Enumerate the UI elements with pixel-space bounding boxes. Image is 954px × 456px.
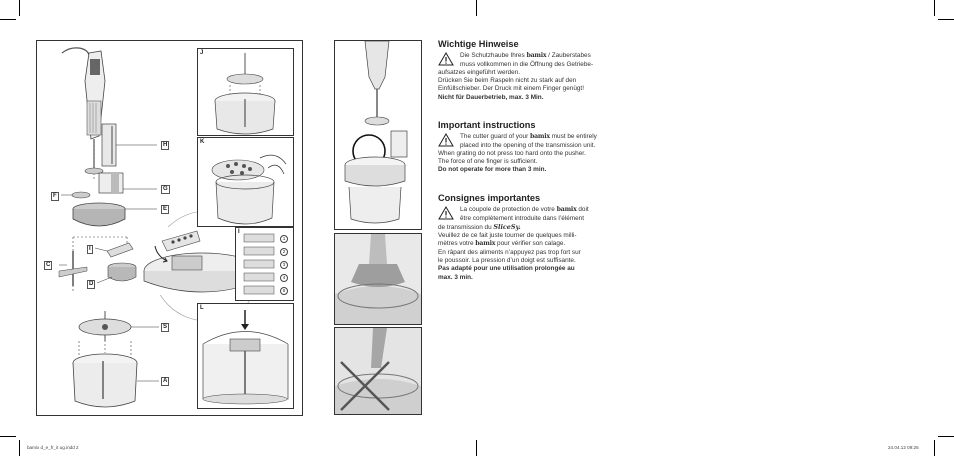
crop-mark <box>0 19 16 20</box>
brand-logo: bamix <box>526 52 547 60</box>
section-en: Important instructions The cutter guard … <box>438 120 618 175</box>
section-de: Wichtige Hinweise Die Schutzhaube Ihres … <box>438 39 618 102</box>
crop-mark <box>19 0 20 16</box>
text-line: Drücken Sie beim Raspeln nicht zu stark … <box>438 77 577 85</box>
print-slug-timestamp: 24.04.12 09:26 <box>888 445 919 450</box>
part-label-g: G <box>161 185 170 194</box>
correct-detail-photo <box>334 233 422 325</box>
text-line-bold: Do not operate for more than 3 min. <box>438 166 547 174</box>
warning-triangle-icon <box>438 206 454 220</box>
warning-triangle-icon <box>438 52 454 66</box>
crop-mark <box>476 0 477 16</box>
assembly-drawing <box>58 47 263 408</box>
text-line: Einfüllschieber. Der Druck mit einem Fin… <box>438 85 584 93</box>
text-line: When grating do not press too hard onto … <box>438 149 586 157</box>
text-line: / Zauberstabes <box>546 52 591 60</box>
warning-paragraph-de: Die Schutzhaube Ihres bamix / Zauberstab… <box>438 52 618 69</box>
text-line-bold: max. 3 min. <box>438 273 473 281</box>
text-line: En râpant des aliments n’appuyez pas tro… <box>438 248 581 256</box>
text-line: pour vérifier son calage. <box>495 240 566 248</box>
crop-mark <box>476 440 477 456</box>
grater-number: 2 <box>280 248 288 256</box>
part-label-e: E <box>161 205 170 214</box>
crop-mark <box>19 440 20 456</box>
crop-mark <box>0 436 16 437</box>
section-fr: Consignes importantes La coupole de prot… <box>438 193 618 282</box>
text-line: de transmission du SliceSy. <box>438 223 618 232</box>
warning-triangle-icon <box>438 133 454 147</box>
text-line: mètres votre <box>438 240 476 248</box>
text-line: The cutter guard of your <box>460 133 530 141</box>
crop-mark <box>938 19 954 20</box>
part-label-a: A <box>161 377 170 386</box>
text-line: de transmission du <box>438 223 494 231</box>
section-title-fr: Consignes importantes <box>438 193 541 203</box>
grater-number: 4 <box>280 274 288 282</box>
text-line: le poussoir. La pression d’un doigt est … <box>438 257 576 265</box>
brand-logo: bamix <box>475 240 496 248</box>
brand-logo: bamix <box>556 206 577 214</box>
crop-mark <box>934 0 935 16</box>
panel-label-i: I <box>238 229 240 235</box>
panel-l: L <box>197 303 294 409</box>
part-label-i: I <box>87 245 93 254</box>
panel-label-l: L <box>200 305 204 311</box>
part-label-c: C <box>44 261 53 270</box>
slicesy-logo: SliceSy. <box>493 222 521 231</box>
part-label-f: F <box>51 192 59 201</box>
text-line: Veuillez de ce fait juste tourner de que… <box>438 232 577 240</box>
crop-mark <box>934 440 935 456</box>
text-line: La coupole de protection de votre <box>460 206 557 214</box>
panel-j: J <box>197 48 294 136</box>
text-line: placed into the opening of the transmiss… <box>460 141 596 149</box>
part-label-s: S <box>161 323 170 332</box>
warning-paragraph-fr: La coupole de protection de votre bamix … <box>438 206 618 223</box>
part-label-d: D <box>87 280 96 289</box>
grater-number: 1 <box>280 235 288 243</box>
brand-logo: bamix <box>529 133 550 141</box>
text-line: must be entirely <box>549 133 597 141</box>
crop-mark <box>938 436 954 437</box>
grater-number: 3 <box>280 261 288 269</box>
text-line-bold: Nicht für Dauerbetrieb, max. 3 Min. <box>438 93 544 101</box>
text-line: Die Schutzhaube Ihres <box>460 52 527 60</box>
assembly-figure-frame: H G F E I C D S A J K <box>36 40 303 416</box>
grater-number: 5 <box>280 287 288 295</box>
incorrect-detail-photo <box>334 327 422 415</box>
panel-k: K <box>197 137 294 227</box>
text-line: aufsatzes eingeführt werden. <box>438 68 521 76</box>
part-label-h: H <box>161 141 170 150</box>
text-line: mètres votre bamix pour vérifier son cal… <box>438 240 618 248</box>
section-title-de: Wichtige Hinweise <box>438 39 519 49</box>
text-line: The force of one finger is sufficient. <box>438 158 538 166</box>
warning-paragraph-en: The cutter guard of your bamix must be e… <box>438 133 618 150</box>
text-line-bold: Pas adapté pour une utilisation prolongé… <box>438 265 575 273</box>
section-title-en: Important instructions <box>438 120 536 130</box>
panel-label-j: J <box>200 50 204 56</box>
text-line: doit <box>576 206 589 214</box>
print-slug-filename: bamix d_e_fr_it ug.indd 2 <box>27 445 79 450</box>
panel-label-k: K <box>200 139 205 145</box>
panel-i: I 1 2 3 4 5 <box>235 227 294 301</box>
assembly-photo-panel <box>334 40 422 230</box>
text-line: muss vollkommen in die Öffnung des Getri… <box>460 60 594 68</box>
text-line: être complètement introduite dans l’élém… <box>460 214 584 222</box>
